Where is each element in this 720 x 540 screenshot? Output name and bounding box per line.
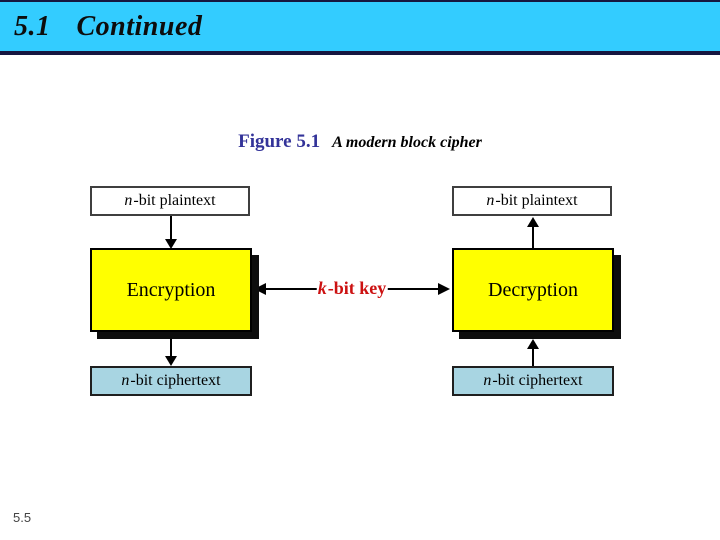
plaintext-label: -bit plaintext <box>495 192 578 209</box>
ciphertext-n-var: n <box>483 372 492 389</box>
ciphertext-n-var: n <box>121 372 130 389</box>
ciphertext-label: -bit ciphertext <box>130 372 221 389</box>
right-ciphertext-box: n-bit ciphertext <box>452 366 614 396</box>
plaintext-label: -bit plaintext <box>133 192 216 209</box>
encryption-box: Encryption <box>90 248 252 332</box>
header-section-number: 5.1 <box>14 10 51 42</box>
decryption-label: Decryption <box>488 278 578 301</box>
encryption-label: Encryption <box>126 278 216 301</box>
key-k-var: k <box>317 278 327 299</box>
figure-caption-label: Figure 5.1 <box>238 131 321 152</box>
slide-header: 5.1 Continued <box>0 0 720 55</box>
left-ciphertext-box: n-bit ciphertext <box>90 366 252 396</box>
ciphertext-label: -bit ciphertext <box>492 372 583 389</box>
header-title: Continued <box>76 10 203 42</box>
plaintext-n-var: n <box>486 192 495 209</box>
key-label-text: -bit key <box>327 278 387 299</box>
k-bit-key-label: k-bit key <box>316 278 388 300</box>
figure-caption: Figure 5.1 A modern block cipher <box>0 131 720 153</box>
figure-caption-text: A modern block cipher <box>332 134 482 151</box>
left-plaintext-box: n-bit plaintext <box>90 186 250 216</box>
plaintext-n-var: n <box>124 192 133 209</box>
right-plaintext-box: n-bit plaintext <box>452 186 612 216</box>
page-number: 5.5 <box>13 510 32 525</box>
decryption-box: Decryption <box>452 248 614 332</box>
